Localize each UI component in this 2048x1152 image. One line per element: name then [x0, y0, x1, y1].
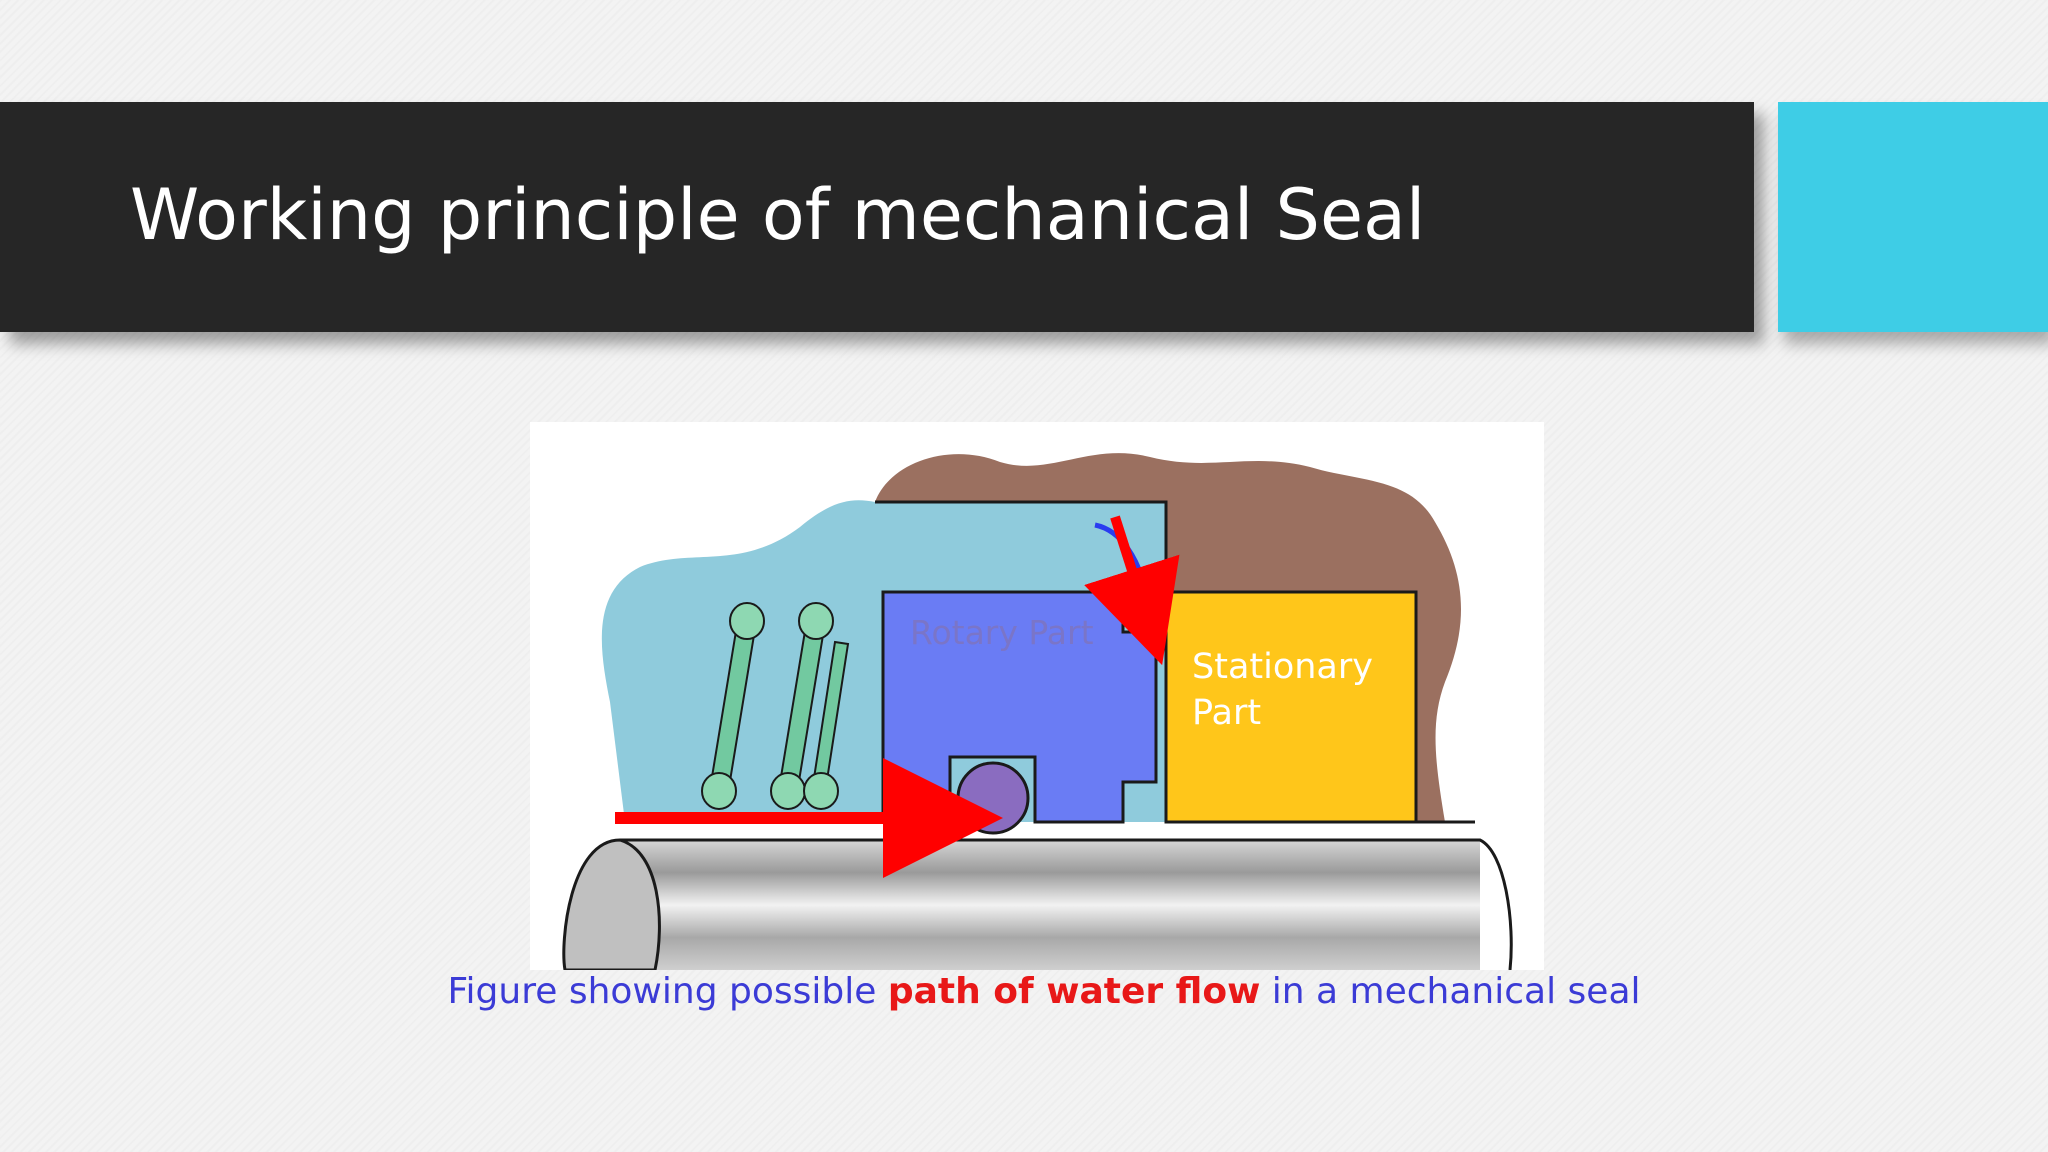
stationary-part-label-line2: Part	[1192, 693, 1261, 733]
stationary-part	[1164, 590, 1418, 824]
spring-coil-2	[770, 602, 834, 810]
flow-arrow-face	[1084, 515, 1180, 666]
caption-suffix: in a mechanical seal	[1260, 971, 1641, 1012]
o-ring	[956, 761, 1030, 835]
spring-coil-3	[803, 640, 850, 810]
rotary-part-label: Rotary Part	[910, 613, 1094, 652]
stationary-part-label-line1: Stationary	[1192, 647, 1373, 687]
accent-block	[1778, 102, 2048, 332]
seal-diagram-svg: Rotary Part Stationary Part	[530, 422, 1544, 970]
shaft-end	[562, 838, 661, 970]
spring-coil-1	[701, 602, 765, 810]
title-bar	[0, 102, 1754, 332]
caption-prefix: Figure showing possible	[447, 971, 888, 1012]
figure-caption: Figure showing possible path of water fl…	[0, 966, 2048, 1018]
seal-diagram: Rotary Part Stationary Part	[530, 422, 1544, 970]
caption-highlight: path of water flow	[887, 971, 1261, 1012]
spring-coils	[701, 602, 850, 810]
shaft-outline	[620, 838, 1513, 970]
shaft	[620, 840, 1480, 970]
slide-title: Working principle of mechanical Seal	[130, 174, 1426, 256]
